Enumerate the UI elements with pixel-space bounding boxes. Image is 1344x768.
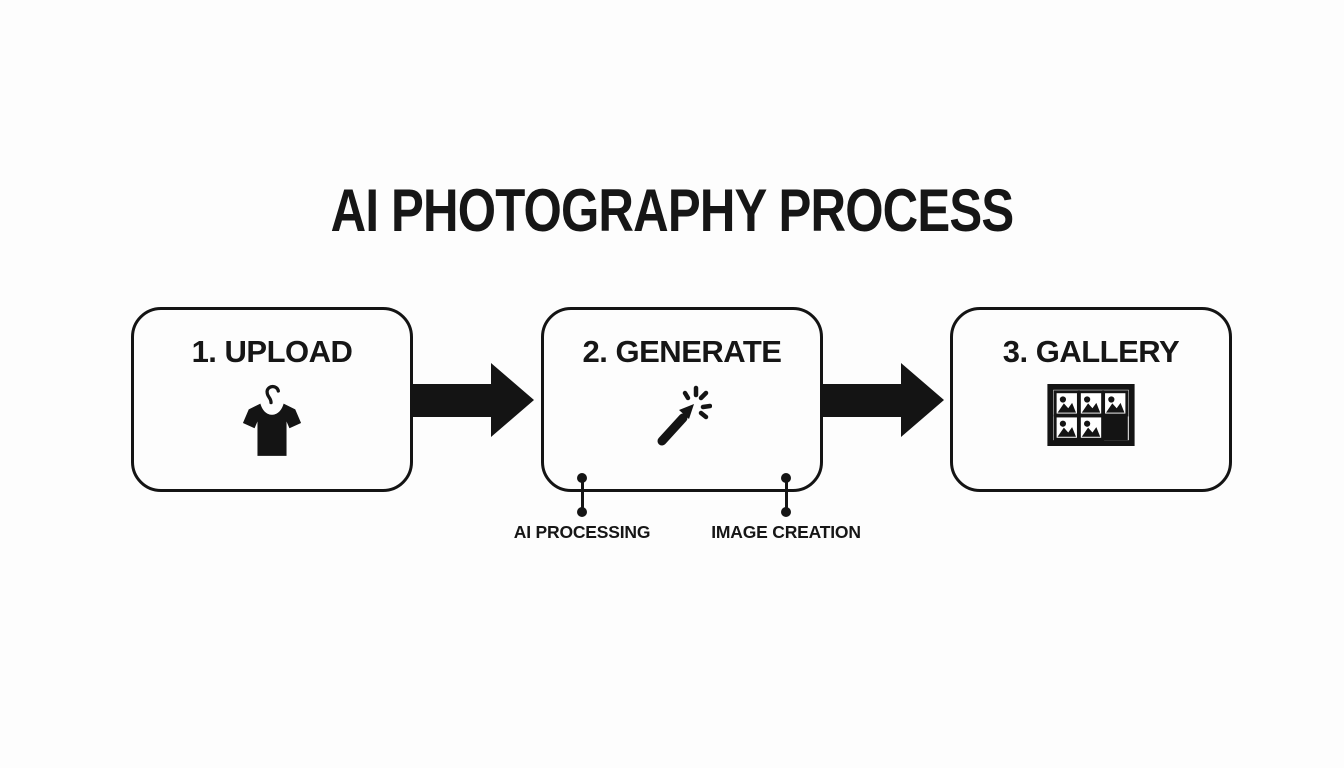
step-label-generate: 2. GENERATE	[582, 334, 782, 369]
arrow-head	[491, 363, 534, 437]
step-box-generate: 2. GENERATE	[541, 307, 823, 492]
annotation-ai-processing: AI PROCESSING	[513, 522, 651, 542]
step-label-upload: 1. UPLOAD	[191, 334, 353, 369]
connector-dot	[781, 473, 791, 483]
connector-ai-processing	[577, 473, 587, 517]
connector-image-creation	[781, 473, 791, 517]
connector-dot	[577, 473, 587, 483]
magic-wand-icon	[652, 384, 712, 448]
page-title: AI PHOTOGRAPHY PROCESS	[330, 177, 1015, 245]
connector-dot	[781, 507, 791, 517]
step-box-gallery: 3. GALLERY	[950, 307, 1232, 492]
connector-line	[784, 478, 788, 512]
flow-arrow-upload-to-generate	[413, 363, 534, 437]
tshirt-hanger-icon	[241, 384, 303, 458]
arrow-shaft	[413, 383, 491, 417]
flow-arrow-generate-to-gallery	[823, 363, 944, 437]
step-box-upload: 1. UPLOAD	[131, 307, 413, 492]
connector-dot	[577, 507, 587, 517]
arrow-shaft	[823, 383, 901, 417]
connector-line	[580, 478, 584, 512]
gallery-grid-icon	[1047, 384, 1135, 446]
arrow-head	[901, 363, 944, 437]
annotation-image-creation: IMAGE CREATION	[711, 522, 861, 542]
step-label-gallery: 3. GALLERY	[1002, 334, 1180, 369]
